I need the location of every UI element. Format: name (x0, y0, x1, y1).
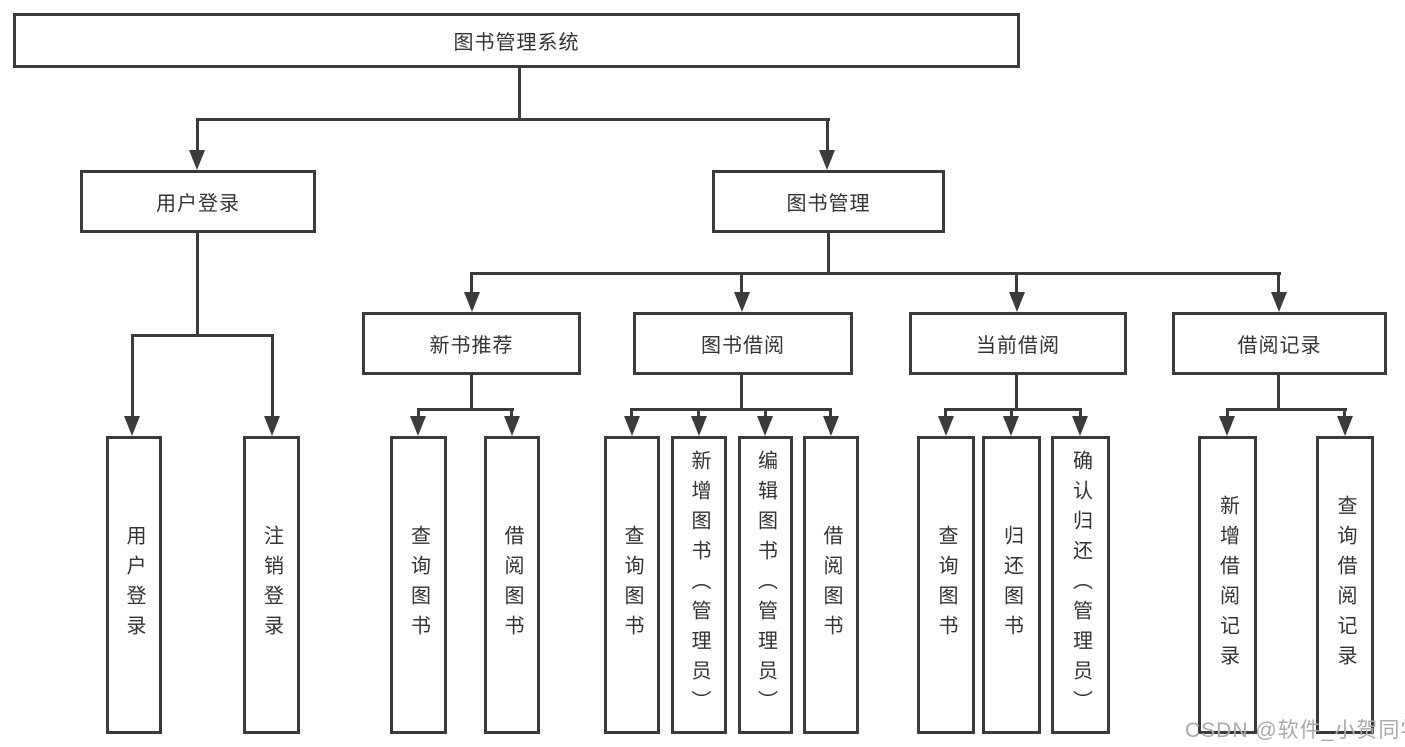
connector (1277, 375, 1280, 411)
connector (196, 118, 199, 152)
arrowhead-down (734, 292, 750, 312)
node-current-borrowing: 当前借阅 (909, 312, 1127, 375)
connector (1277, 272, 1280, 296)
connector (417, 408, 514, 411)
connector (1010, 408, 1013, 422)
connector (1015, 272, 1018, 296)
connector (470, 272, 473, 296)
connector (131, 334, 274, 337)
connector (740, 272, 743, 296)
leaf-add-borrow-record: 新增借阅记录 (1198, 436, 1257, 734)
leaf-query-books-borrowing: 查询图书 (604, 436, 660, 734)
arrowhead-down (464, 292, 480, 312)
arrowhead-down (1337, 416, 1353, 436)
arrowhead-down (938, 416, 954, 436)
arrowhead-down (1072, 416, 1088, 436)
arrowhead-down (504, 416, 520, 436)
leaf-logout: 注销登录 (243, 436, 300, 734)
csdn-watermark: CSDN @软件_小贺同学 (1185, 719, 1405, 742)
arrowhead-down (1003, 416, 1019, 436)
leaf-borrow-books-recommend: 借阅图书 (484, 436, 540, 734)
arrowhead-down (819, 150, 835, 170)
connector (944, 408, 947, 422)
connector (829, 408, 832, 422)
node-borrowing-records: 借阅记录 (1172, 312, 1387, 375)
connector (196, 118, 830, 121)
leaf-query-books-recommend: 查询图书 (390, 436, 447, 734)
arrowhead-down (624, 416, 640, 436)
arrowhead-down (410, 416, 426, 436)
connector (271, 334, 274, 418)
connector (944, 408, 1082, 411)
connector (1226, 408, 1229, 422)
node-book-borrowing: 图书借阅 (633, 312, 853, 375)
connector (470, 375, 473, 411)
leaf-borrow-books-borrowing: 借阅图书 (803, 436, 859, 734)
arrowhead-down (823, 416, 839, 436)
arrowhead-down (264, 416, 280, 436)
connector (827, 233, 830, 274)
connector (131, 334, 134, 418)
connector (196, 233, 199, 336)
connector (1343, 408, 1346, 422)
leaf-add-book-admin: 新增图书（管理员） (671, 436, 727, 734)
connector (470, 272, 1281, 275)
arrowhead-down (189, 150, 205, 170)
connector (630, 408, 832, 411)
connector (697, 408, 700, 422)
arrowhead-down (1009, 292, 1025, 312)
connector (740, 375, 743, 411)
leaf-query-books-current: 查询图书 (917, 436, 975, 734)
connector (518, 68, 521, 121)
leaf-confirm-return-admin: 确认归还（管理员） (1051, 436, 1110, 734)
leaf-edit-book-admin: 编辑图书（管理员） (738, 436, 793, 734)
connector (417, 408, 420, 422)
arrowhead-down (691, 416, 707, 436)
connector (1015, 375, 1018, 411)
arrowhead-down (1271, 292, 1287, 312)
leaf-return-book: 归还图书 (982, 436, 1041, 734)
node-new-book-recommendation: 新书推荐 (362, 312, 581, 375)
arrowhead-down (124, 416, 140, 436)
leaf-query-borrow-record: 查询借阅记录 (1316, 436, 1374, 734)
leaf-user-login: 用户登录 (106, 436, 162, 734)
connector (1226, 408, 1347, 411)
connector (630, 408, 633, 422)
connector (764, 408, 767, 422)
arrowhead-down (1219, 416, 1235, 436)
node-book-management: 图书管理 (712, 170, 945, 233)
connector (1079, 408, 1082, 422)
node-library-management-system: 图书管理系统 (13, 13, 1020, 68)
connector (826, 118, 829, 152)
arrowhead-down (757, 416, 773, 436)
node-user-login: 用户登录 (80, 170, 316, 233)
connector (510, 408, 513, 422)
